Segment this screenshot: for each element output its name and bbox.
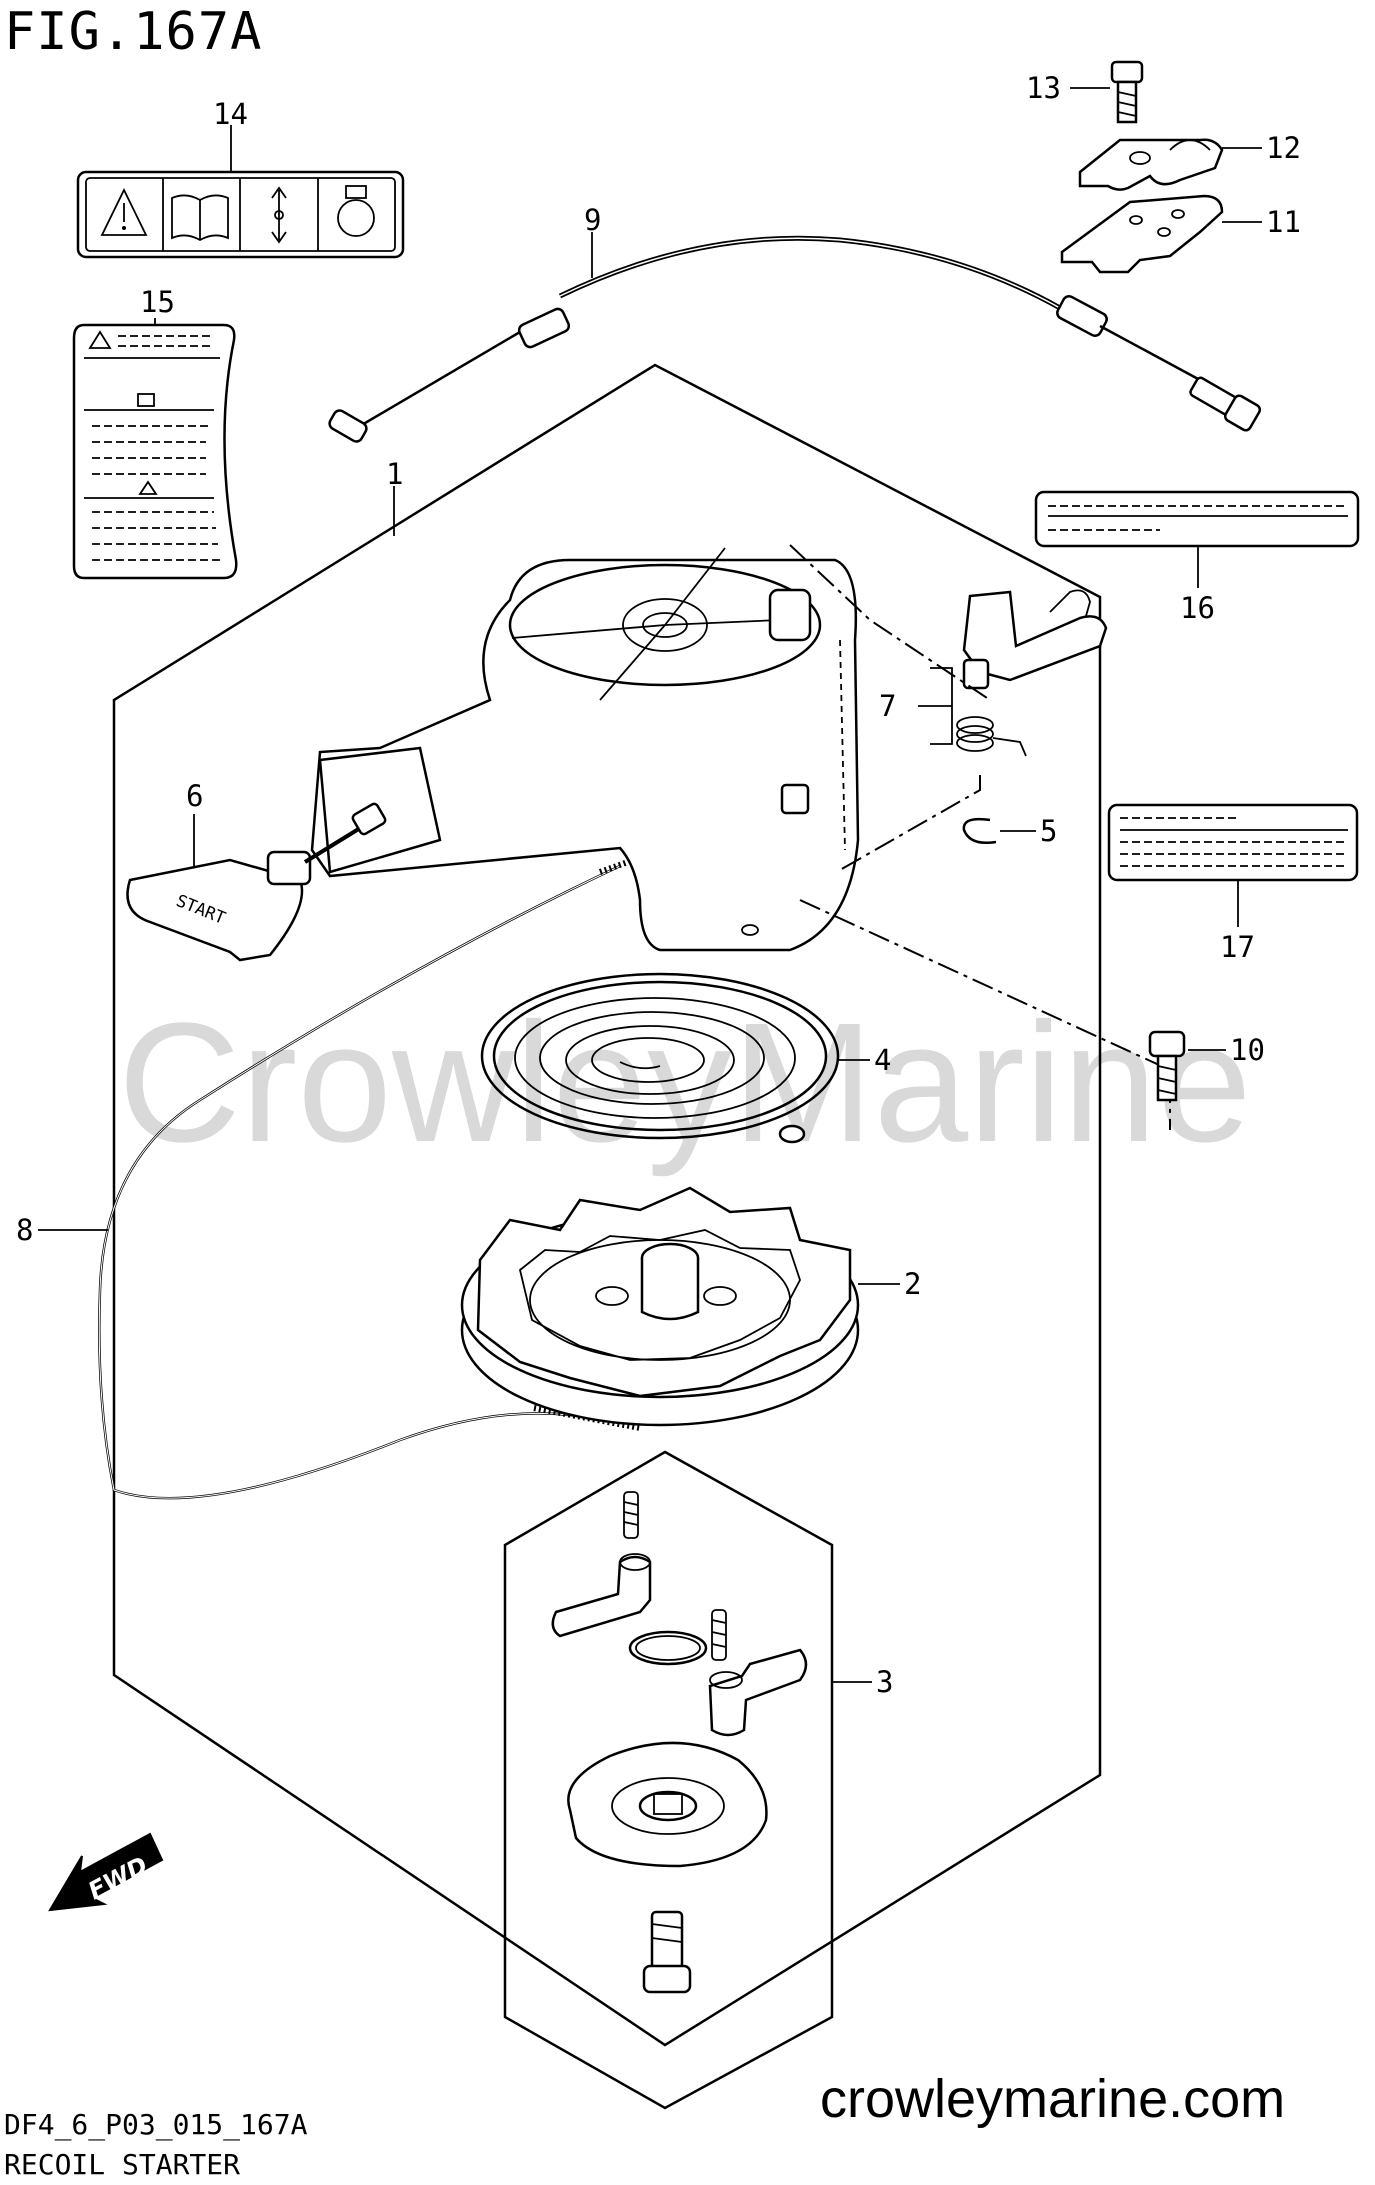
pawl-set-3 <box>551 1491 808 1994</box>
callout-2: 2 <box>904 1267 921 1301</box>
callout-12: 12 <box>1266 131 1301 165</box>
callout-4: 4 <box>874 1043 891 1077</box>
starter-rope-8 <box>98 859 641 1500</box>
diagram-caption: RECOIL STARTER <box>4 2148 241 2181</box>
callout-11: 11 <box>1266 205 1301 239</box>
spring-upper <box>623 1491 639 1539</box>
callout-5: 5 <box>1040 814 1057 848</box>
assembly-line-b <box>839 775 981 871</box>
plate-11 <box>1060 194 1224 274</box>
callout-17: 17 <box>1220 930 1255 964</box>
callout-15: 15 <box>140 285 175 319</box>
spring-lower <box>711 1609 727 1661</box>
figure-title: FIG.167A <box>4 2 263 62</box>
diagram-code: DF4_6_P03_015_167A <box>4 2108 308 2141</box>
rotate-knob-icon <box>337 185 375 237</box>
starter-handle-6: START <box>126 802 387 962</box>
callout-13: 13 <box>1026 71 1061 105</box>
warning-label-15 <box>72 323 238 580</box>
callout-10: 10 <box>1230 1033 1265 1067</box>
assembly-frame <box>112 363 1102 2047</box>
assembly-line-c <box>799 899 1171 1130</box>
pawl-spring-7 <box>956 589 1108 757</box>
callout-3: 3 <box>876 1665 893 1699</box>
label-16 <box>1034 490 1360 548</box>
up-down-arrow-icon <box>271 186 287 244</box>
fwd-arrow-icon: FWD <box>48 1832 164 1912</box>
callout-8: 8 <box>16 1213 33 1247</box>
website-link[interactable]: crowleymarine.com <box>820 2069 1286 2129</box>
label-17 <box>1107 803 1359 882</box>
assembly-line-a <box>789 544 991 701</box>
starter-cable-9 <box>328 235 1262 443</box>
clamp-12 <box>1078 138 1224 191</box>
bolt-13 <box>1110 60 1144 124</box>
callout-7: 7 <box>879 689 896 723</box>
callout-14: 14 <box>213 97 248 131</box>
callout-6: 6 <box>186 779 203 813</box>
callout-1: 1 <box>386 457 403 491</box>
recoil-starter-case <box>310 547 860 952</box>
watermark-text: CrowleyMarine <box>118 988 1252 1178</box>
warning-triangle-icon <box>100 187 148 236</box>
e-ring-5 <box>962 817 997 844</box>
callout-9: 9 <box>584 203 601 237</box>
manual-book-icon <box>171 194 229 242</box>
recoil-spring-4 <box>480 972 840 1144</box>
pawl-set-frame <box>503 1450 834 2110</box>
caution-label-14 <box>76 170 405 259</box>
reel-pulley-2 <box>460 1186 860 1427</box>
callout-16: 16 <box>1180 591 1215 625</box>
bolt-10 <box>1148 1030 1186 1102</box>
